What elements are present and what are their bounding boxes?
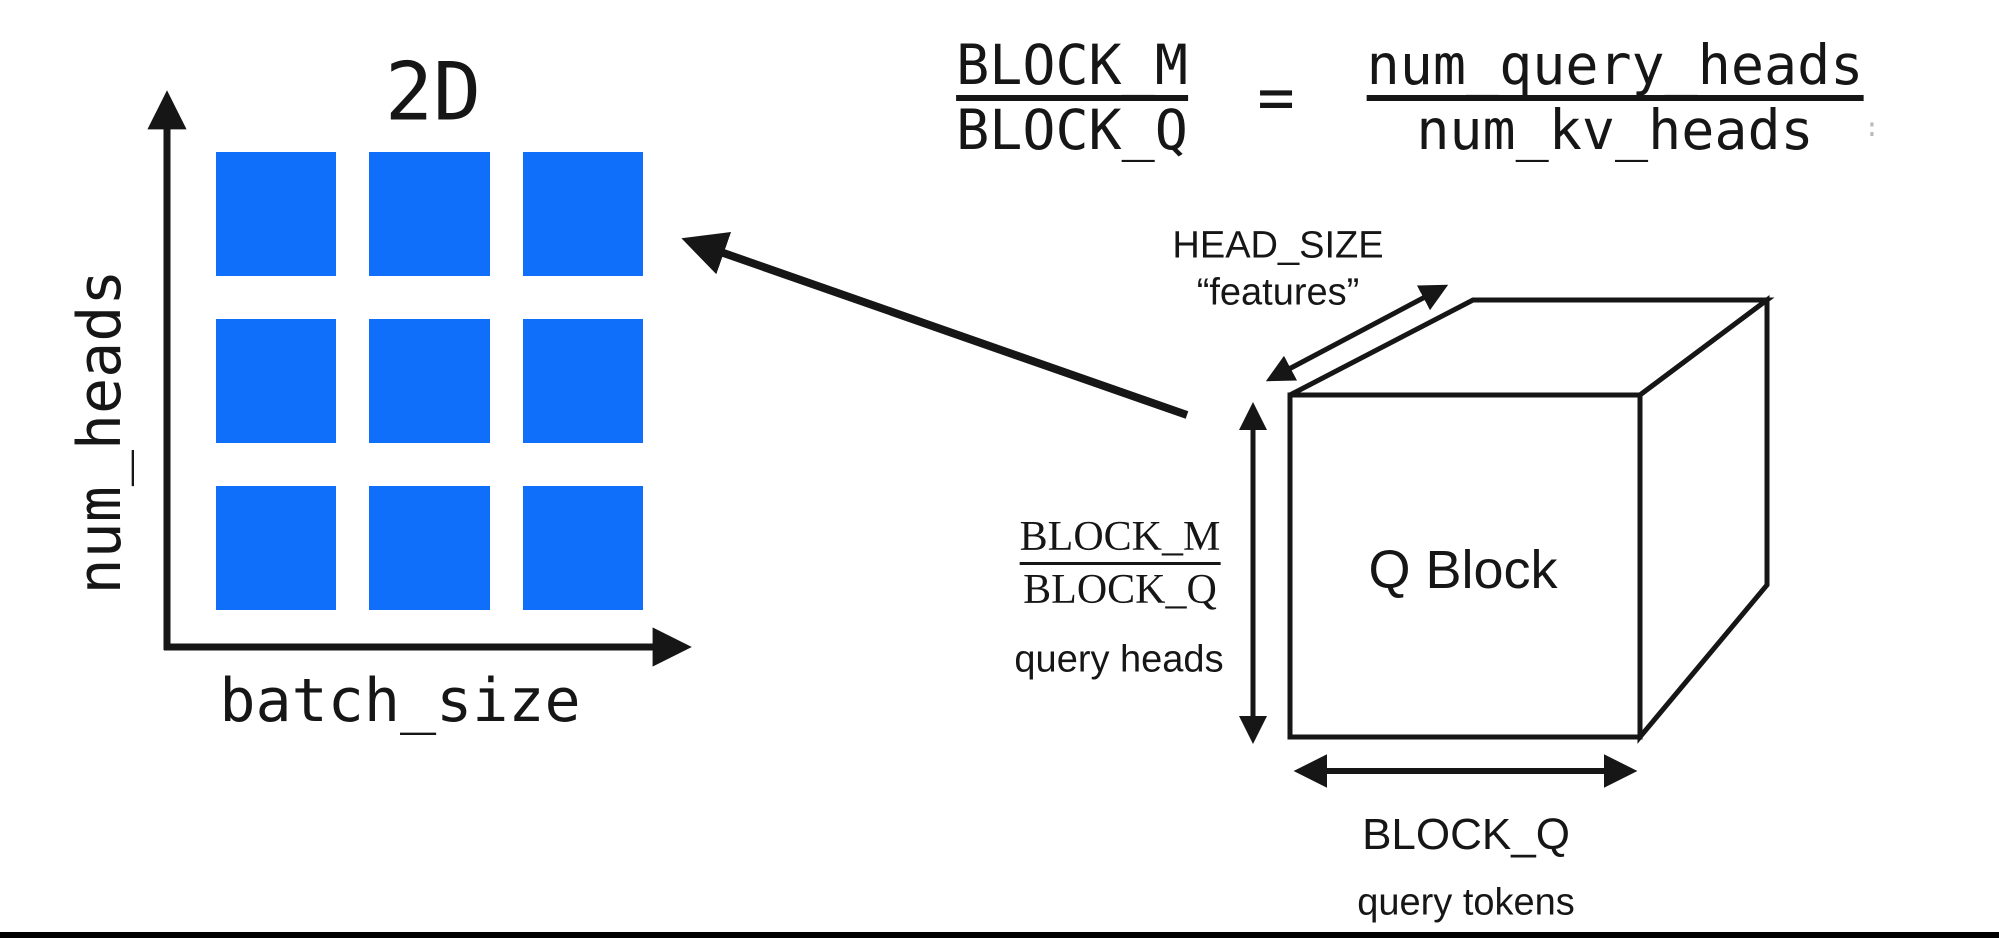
grid-cell [522,319,643,443]
plot-title: 2D [384,45,482,139]
equation-lhs-fraction: BLOCK_M BLOCK_Q [956,38,1188,158]
fraction-bar [956,95,1188,101]
window-bottom-edge [0,932,1999,938]
grid-cell [369,152,490,276]
equals-sign: = [1257,60,1295,134]
x-axis-label: batch_size [219,666,581,736]
equation-lhs-numerator: BLOCK_M [956,33,1188,97]
features-label: “features” [1196,271,1360,314]
grid-cell [369,486,490,610]
grid-cells [216,152,643,610]
query-heads-label: query heads [1014,638,1224,681]
equation-rhs-numerator: num_query_heads [1366,33,1864,97]
equation-rhs-denominator: num_kv_heads [1416,98,1814,162]
fraction-bar [1366,95,1864,101]
height-fraction-denominator: BLOCK_Q [1023,567,1217,613]
head-size-label: HEAD_SIZE [1172,224,1384,267]
grid-cell [522,486,643,610]
height-fraction-numerator: BLOCK_M [1019,514,1221,560]
grid-cell [369,319,490,443]
grid-cell [522,152,643,276]
height-dimension-fraction: BLOCK_M BLOCK_Q [1019,514,1221,613]
grid-cell [216,152,337,276]
block-q-width-label: BLOCK_Q [1362,810,1570,859]
cube-front-face [1287,392,1643,740]
grid-cell [216,319,337,443]
y-axis-label: num_heads [65,269,135,595]
head-size-arrow [1265,284,1449,382]
pointer-arrow [681,231,1189,419]
equation-rhs-fraction: num_query_heads num_kv_heads [1366,33,1864,162]
equation-lhs-denominator: BLOCK_Q [956,98,1188,162]
query-tokens-label: query tokens [1357,881,1575,924]
cursor-artifact: : [1864,113,1880,143]
fraction-bar [1019,562,1221,565]
grid-cell [216,486,337,610]
cube-label: Q Block [1368,540,1558,600]
